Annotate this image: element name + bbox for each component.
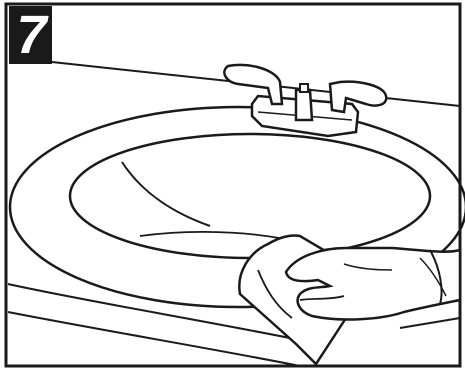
step-number-badge: 7	[9, 6, 52, 64]
sink-basin	[70, 134, 430, 258]
faucet-left-handle-icon	[224, 65, 282, 104]
basin-inner-curve	[122, 162, 210, 226]
faucet-right-handle-icon	[330, 82, 386, 112]
countertop-lower-edge	[8, 312, 300, 366]
faucet-spout-icon	[296, 90, 312, 120]
countertop-right-edge	[400, 318, 460, 328]
